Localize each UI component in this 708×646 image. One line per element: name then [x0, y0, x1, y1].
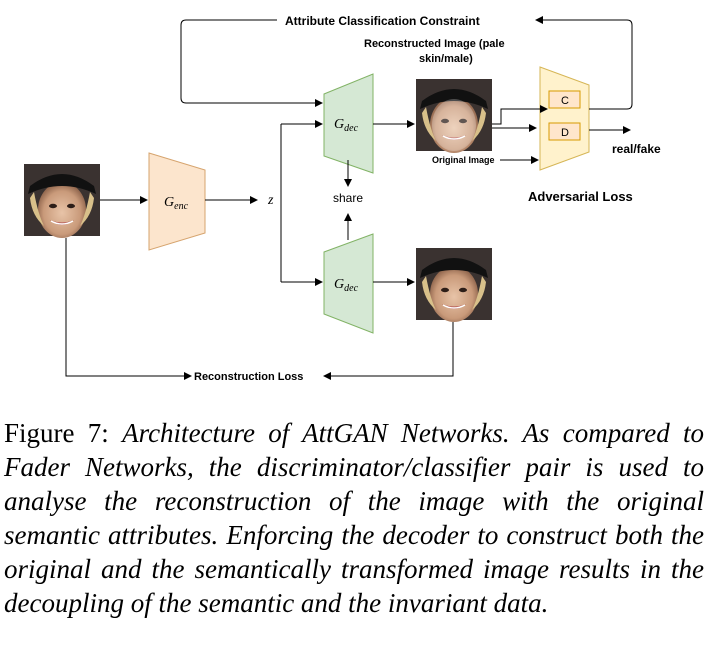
attribute-constraint-label: Attribute Classification Constraint	[285, 14, 480, 28]
arrow-image-to-classifier	[492, 105, 548, 125]
adversarial-loss-label: Adversarial Loss	[528, 189, 633, 204]
input-face-image	[23, 163, 101, 239]
caption-figure-label: Figure 7:	[4, 418, 109, 448]
discriminator-label: D	[561, 127, 569, 139]
reconstruction-loss-left-line	[65, 238, 192, 380]
bottom-reconstructed-face-image	[415, 247, 493, 323]
reconstruction-loss-label: Reconstruction Loss	[194, 371, 303, 383]
encoder-label: Genc	[164, 195, 189, 212]
arrow-classifier-to-constraint	[535, 16, 633, 110]
bottom-decoder-block	[323, 233, 374, 334]
caption-text: Architecture of AttGAN Networks. As comp…	[4, 418, 704, 618]
arrow-constraint-to-decoder	[180, 19, 323, 107]
encoder-block	[148, 152, 206, 251]
classifier-box	[548, 90, 581, 109]
top-decoder-label: Gdec	[334, 117, 359, 134]
share-label: share	[333, 191, 363, 205]
discriminator-classifier-block	[539, 66, 590, 171]
z-label: z	[267, 193, 274, 208]
top-decoder-block	[323, 73, 374, 174]
reconstruction-loss-right-line	[323, 322, 454, 380]
reconstructed-face-image	[415, 78, 493, 154]
classifier-label: C	[561, 95, 569, 107]
discriminator-box	[548, 122, 581, 141]
bottom-decoder-label: Gdec	[334, 277, 359, 294]
real-fake-label: real/fake	[612, 142, 661, 156]
reconstructed-image-label-2: skin/male)	[419, 53, 473, 65]
original-image-label: Original Image	[432, 155, 495, 165]
figure-caption: Figure 7: Architecture of AttGAN Network…	[4, 416, 704, 620]
architecture-diagram: Genc z Gdec Gdec share Reconstructed Ima…	[23, 14, 661, 383]
reconstructed-image-label: Reconstructed Image (pale	[364, 38, 505, 50]
